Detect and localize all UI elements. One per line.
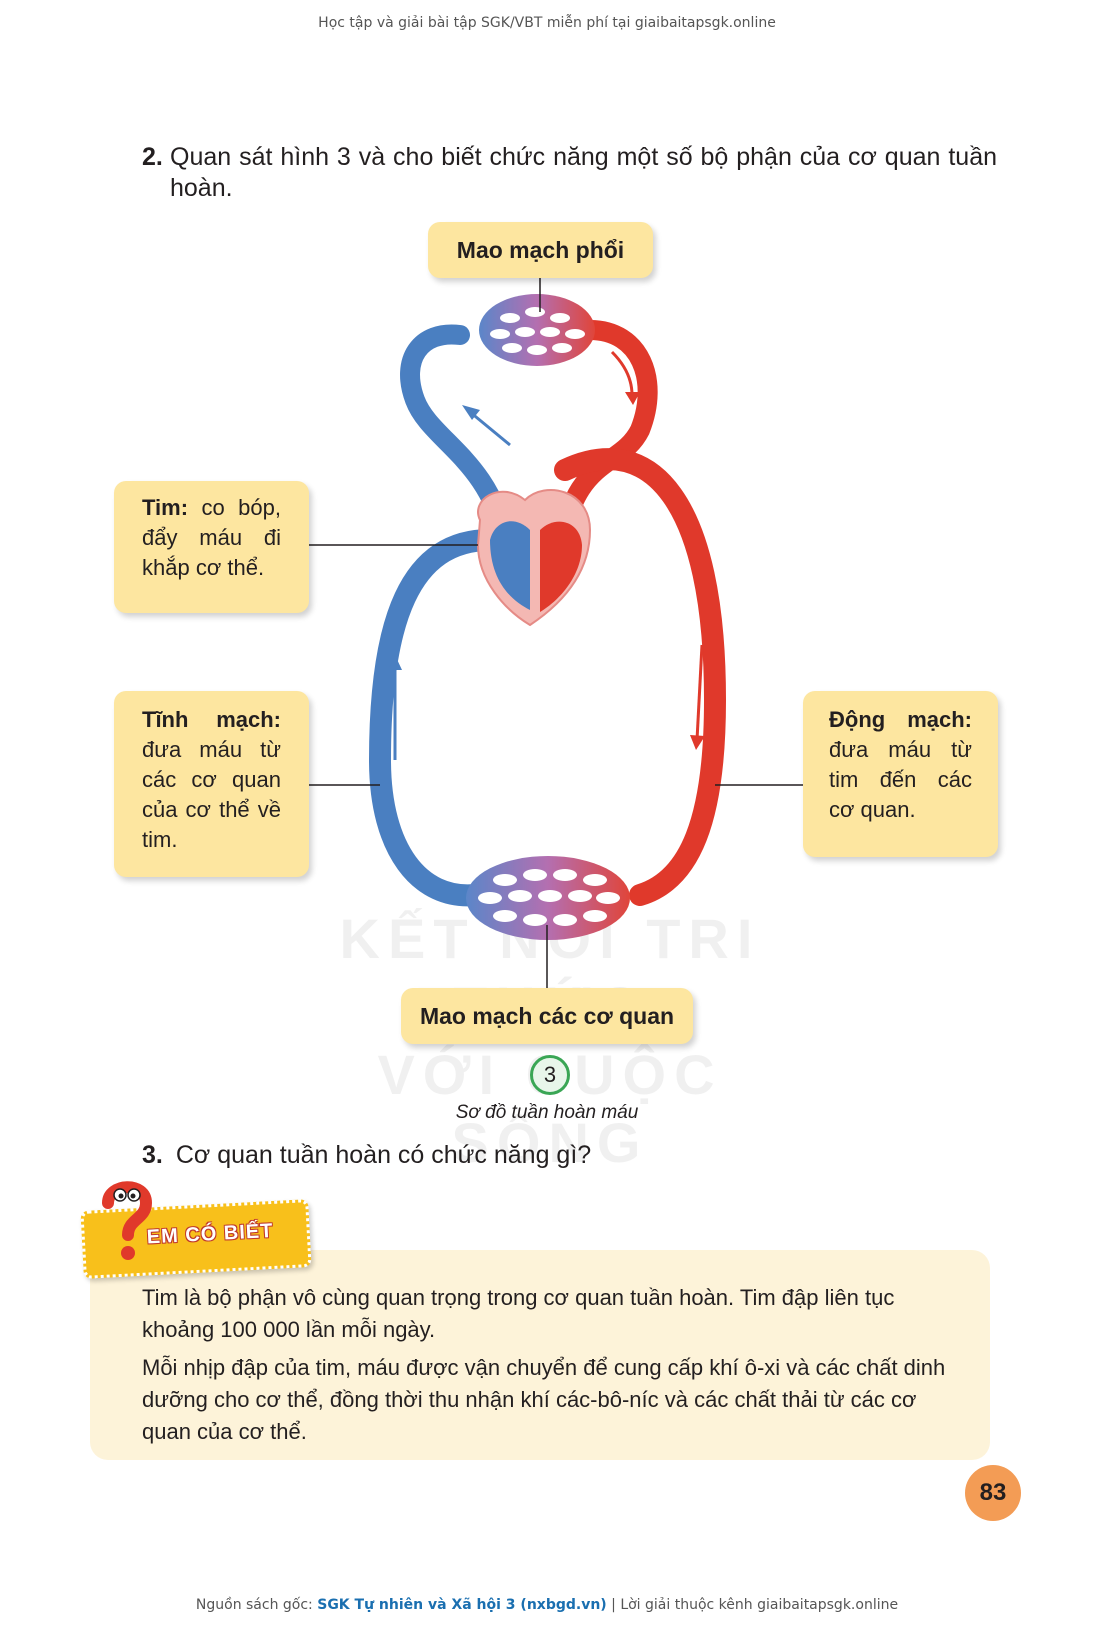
label-organ-capillaries: Mao mạch các cơ quan: [401, 988, 693, 1044]
arrow-head: [388, 655, 402, 670]
label-veins: Tĩnh mạch: đưa máu từ các cơ quan của cơ…: [114, 691, 309, 877]
pulmonary-vein-red: [550, 320, 658, 570]
question-2: 2. Quan sát hình 3 và cho biết chức năng…: [142, 142, 997, 204]
arrow-head: [625, 392, 640, 405]
footer-suffix: | Lời giải thuộc kênh giaibaitapsgk.onli…: [606, 1597, 899, 1613]
info-paragraph: Tim là bộ phận vô cùng quan trọng trong …: [142, 1285, 895, 1342]
arrow-lung-blue: [469, 410, 511, 447]
question-number: 2.: [142, 143, 163, 171]
label-term: Tim:: [142, 495, 189, 520]
footer: Nguồn sách gốc: SGK Tự nhiên và Xã hội 3…: [0, 1597, 1094, 1613]
question-number: 3.: [142, 1141, 163, 1169]
header-note: Học tập và giải bài tập SGK/VBT miễn phí…: [318, 15, 776, 31]
label-term: Động mạch:: [829, 707, 972, 732]
heart: [476, 489, 592, 627]
question-text: Cơ quan tuần hoàn có chức năng gì?: [175, 1141, 592, 1169]
arrow-head: [690, 735, 705, 750]
info-paragraph: Mỗi nhịp đập của tim, máu được vận chuyể…: [142, 1355, 946, 1444]
badge-label: EM CÓ BIẾT: [146, 1219, 274, 1249]
figure-number: 3: [530, 1055, 570, 1095]
arrow-artery: [695, 644, 704, 741]
label-arteries: Động mạch: đưa máu từ tim đến các cơ qua…: [803, 691, 998, 857]
did-you-know-box: [90, 1250, 990, 1460]
label-heart: Tim: co bóp, đẩy máu đi khắp cơ thể.: [114, 481, 309, 613]
label-term: Tĩnh mạch:: [142, 707, 281, 732]
pulmonary-artery-blue: [400, 324, 515, 550]
label-desc: đưa máu từ tim đến các cơ quan.: [829, 737, 972, 822]
systemic-artery-red: [554, 448, 727, 906]
page-number: 83: [965, 1465, 1021, 1521]
footer-source-link[interactable]: SGK Tự nhiên và Xã hội 3 (nxbgd.vn): [317, 1597, 607, 1613]
arrow-head: [462, 405, 480, 420]
figure-caption: Sơ đồ tuần hoàn máu: [455, 1102, 639, 1123]
label-desc: đưa máu từ các cơ quan của cơ thể về tim…: [142, 737, 281, 852]
question-mark-mascot-icon: [102, 1181, 153, 1260]
organ-capillary-holes: [478, 869, 620, 926]
did-you-know-text: Tim là bộ phận vô cùng quan trọng trong …: [142, 1282, 957, 1454]
arrow-lung-red: [610, 350, 634, 396]
question-3: 3. Cơ quan tuần hoàn có chức năng gì?: [142, 1140, 997, 1171]
footer-prefix: Nguồn sách gốc:: [195, 1597, 318, 1613]
label-lung-capillaries: Mao mạch phổi: [428, 222, 653, 278]
question-text: Quan sát hình 3 và cho biết chức năng mộ…: [170, 143, 997, 202]
systemic-vein-blue: [368, 529, 501, 907]
label-desc: co bóp, đẩy máu đi khắp cơ thể.: [142, 495, 281, 580]
